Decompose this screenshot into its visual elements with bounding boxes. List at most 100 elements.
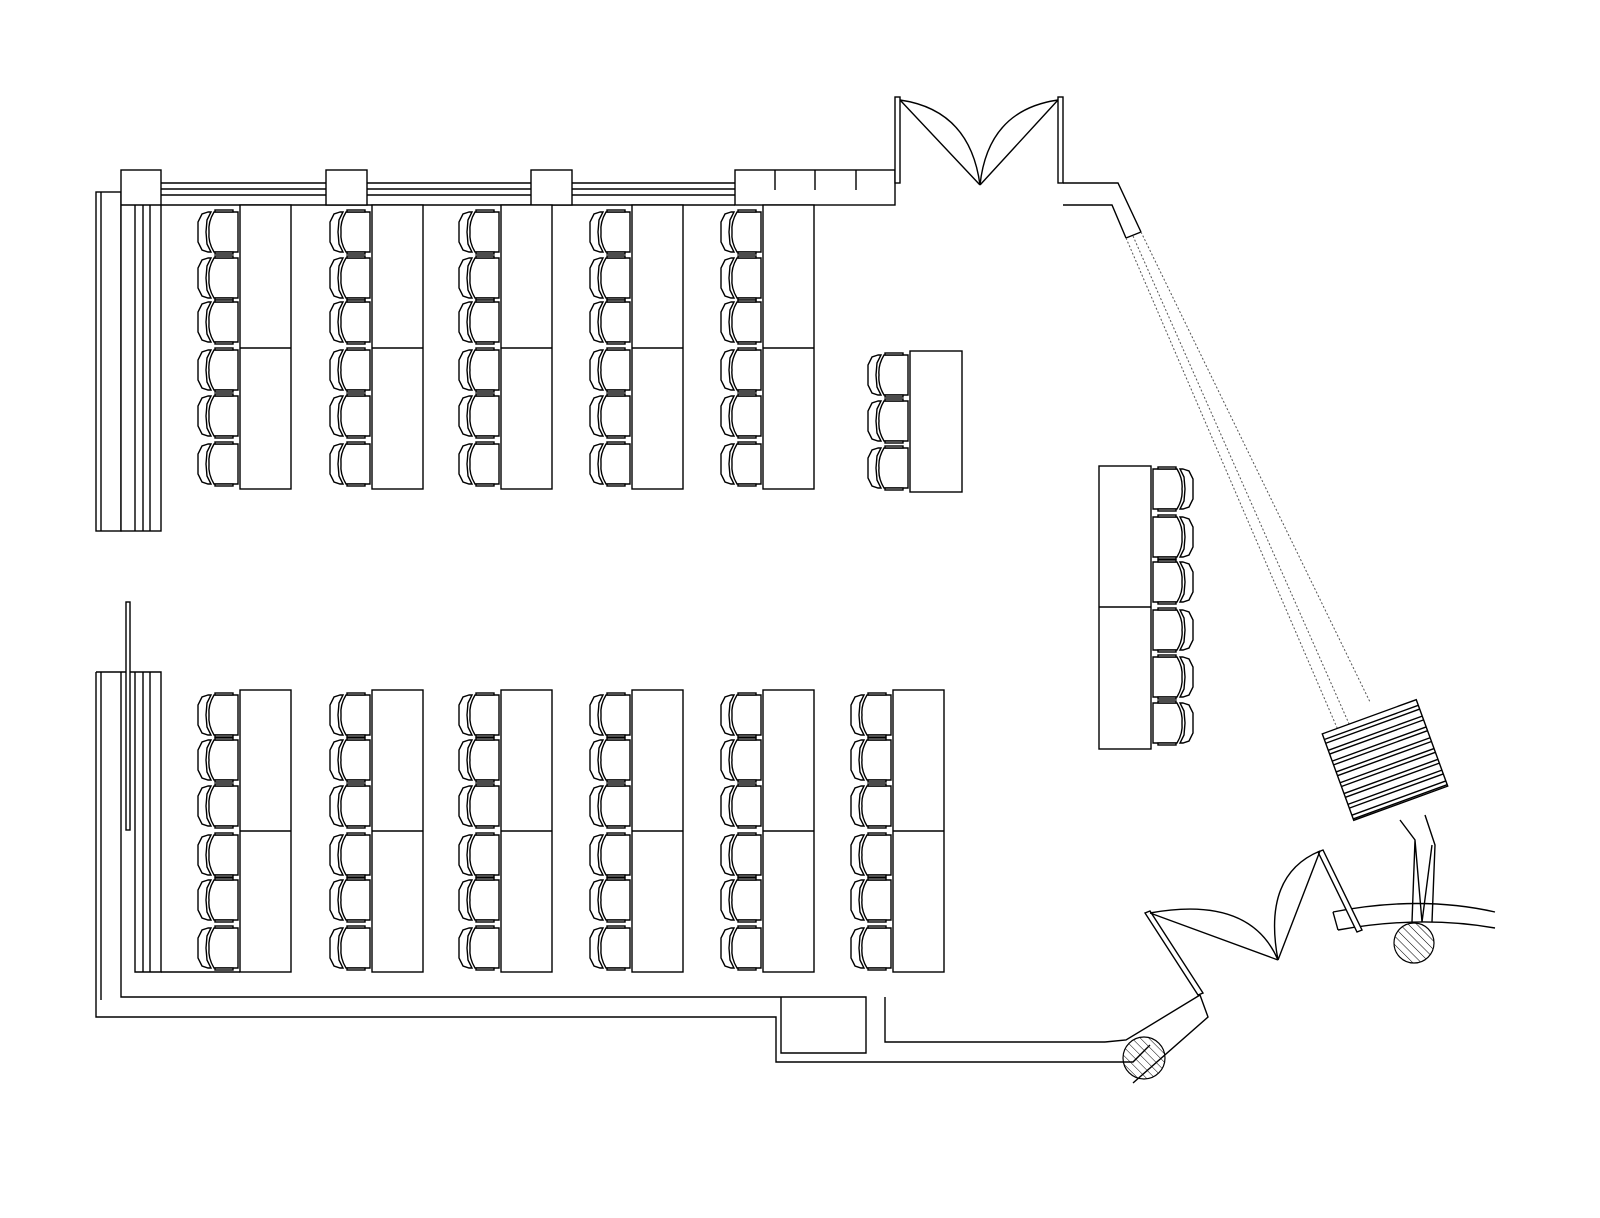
chair-icon[interactable] [197,737,239,783]
wall-bottom-right [1104,994,1209,1084]
chair-icon[interactable] [329,209,371,255]
chair-icon[interactable] [850,737,892,783]
desk[interactable] [239,689,292,973]
chair-icon[interactable] [329,255,371,301]
chair-icon[interactable] [197,255,239,301]
chair-icon[interactable] [589,209,631,255]
glass-wall [1125,231,1371,731]
chair-icon[interactable] [329,737,371,783]
column-hatch-icon [1122,1036,1166,1080]
chair-icon[interactable] [329,347,371,393]
chair-icon[interactable] [589,393,631,439]
chair-icon[interactable] [329,832,371,878]
desk[interactable] [1098,465,1152,750]
chair-icon[interactable] [720,255,762,301]
chair-icon[interactable] [458,255,500,301]
chair-icon[interactable] [197,877,239,923]
chair-icon[interactable] [329,877,371,923]
chair-icon[interactable] [458,783,500,829]
desk[interactable] [371,689,424,973]
chair-icon[interactable] [589,925,631,971]
desk[interactable] [371,204,424,490]
chair-icon[interactable] [458,877,500,923]
chair-icon[interactable] [589,877,631,923]
chair-icon[interactable] [720,783,762,829]
chair-icon[interactable] [329,299,371,345]
chair-icon[interactable] [720,393,762,439]
chair-icon[interactable] [720,209,762,255]
chair-icon[interactable] [720,925,762,971]
chair-icon[interactable] [329,692,371,738]
chair-icon[interactable] [720,441,762,487]
door-top[interactable] [894,96,1064,186]
chair-icon[interactable] [589,832,631,878]
chair-icon[interactable] [850,832,892,878]
chair-icon[interactable] [329,925,371,971]
chair-icon[interactable] [720,299,762,345]
chair-icon[interactable] [589,737,631,783]
chair-icon[interactable] [197,832,239,878]
chair-icon[interactable] [197,925,239,971]
chair-icon[interactable] [720,832,762,878]
chair-icon[interactable] [589,441,631,487]
chair-icon[interactable] [850,783,892,829]
chair-icon[interactable] [589,299,631,345]
chair-icon[interactable] [589,347,631,393]
chair-icon[interactable] [197,347,239,393]
desk[interactable] [631,204,684,490]
stair-icon [1321,698,1449,822]
wall-right [1332,814,1496,964]
desk[interactable] [762,204,815,490]
desk[interactable] [500,689,553,973]
chair-icon[interactable] [458,737,500,783]
chair-icon[interactable] [720,347,762,393]
column-hatch-icon [1393,922,1435,964]
chair-icon[interactable] [867,352,909,398]
desk[interactable] [239,204,292,490]
desk[interactable] [909,350,963,493]
chair-icon[interactable] [867,398,909,444]
chair-icon[interactable] [197,441,239,487]
chair-icon[interactable] [589,255,631,301]
chair-icon[interactable] [197,692,239,738]
chair-icon[interactable] [1152,559,1194,605]
chair-icon[interactable] [458,692,500,738]
desk[interactable] [631,689,684,973]
chair-icon[interactable] [329,441,371,487]
chair-icon[interactable] [458,393,500,439]
chair-icon[interactable] [1152,607,1194,653]
chair-icon[interactable] [1152,700,1194,746]
furniture [197,204,1194,973]
chair-icon[interactable] [850,692,892,738]
chair-icon[interactable] [720,692,762,738]
chair-icon[interactable] [458,441,500,487]
chair-icon[interactable] [720,877,762,923]
chair-icon[interactable] [589,783,631,829]
chair-icon[interactable] [1152,514,1194,560]
chair-icon[interactable] [720,737,762,783]
chair-icon[interactable] [867,445,909,491]
chair-icon[interactable] [458,299,500,345]
chair-icon[interactable] [329,393,371,439]
chair-icon[interactable] [197,299,239,345]
chair-icon[interactable] [329,783,371,829]
chair-icon[interactable] [197,209,239,255]
desk[interactable] [500,204,553,490]
chair-icon[interactable] [458,347,500,393]
wall-top-right [1063,182,1142,239]
chair-icon[interactable] [1152,466,1194,512]
chair-icon[interactable] [458,925,500,971]
chair-icon[interactable] [589,692,631,738]
chair-icon[interactable] [458,832,500,878]
door-bottom-right[interactable] [1143,849,1363,996]
chair-icon[interactable] [197,783,239,829]
chair-icon[interactable] [1152,654,1194,700]
chair-icon[interactable] [850,925,892,971]
desk[interactable] [762,689,815,973]
chair-icon[interactable] [458,209,500,255]
pillar [530,169,573,206]
wall-top-left [95,169,162,532]
chair-icon[interactable] [197,393,239,439]
chair-icon[interactable] [850,877,892,923]
desk[interactable] [892,689,945,973]
